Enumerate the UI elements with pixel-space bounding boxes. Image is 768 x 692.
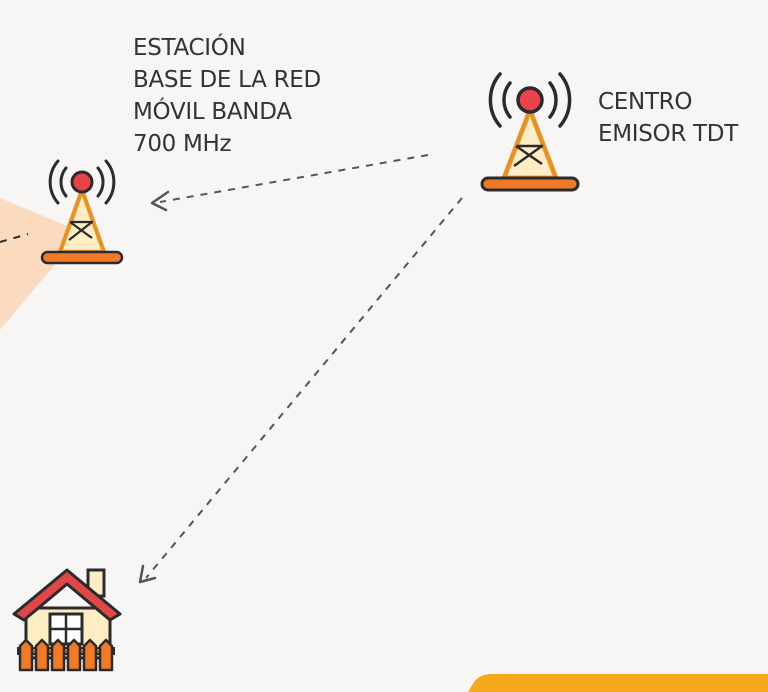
base-station-label: ESTACIÓN BASE DE LA RED MÓVIL BANDA 700 … bbox=[133, 32, 321, 160]
base-station-tower-icon bbox=[40, 159, 124, 265]
accent-bar bbox=[468, 674, 768, 692]
house-icon bbox=[12, 568, 122, 672]
arrow-tdt-to-base bbox=[150, 154, 429, 212]
tdt-center-label-line: CENTRO bbox=[598, 89, 693, 115]
arrow-tdt-to-house bbox=[138, 197, 463, 584]
tdt-center-label: CENTRO EMISOR TDT bbox=[598, 86, 738, 150]
base-station-label-line: MÓVIL BANDA bbox=[133, 99, 292, 125]
tdt-center-label-line: EMISOR TDT bbox=[598, 121, 738, 147]
coverage-area bbox=[0, 198, 82, 330]
tdt-tower-icon bbox=[480, 72, 580, 192]
base-station-label-line: 700 MHz bbox=[133, 131, 232, 157]
base-station-label-line: ESTACIÓN bbox=[133, 35, 246, 61]
coverage-dash bbox=[0, 233, 29, 243]
base-station-label-line: BASE DE LA RED bbox=[133, 67, 321, 93]
